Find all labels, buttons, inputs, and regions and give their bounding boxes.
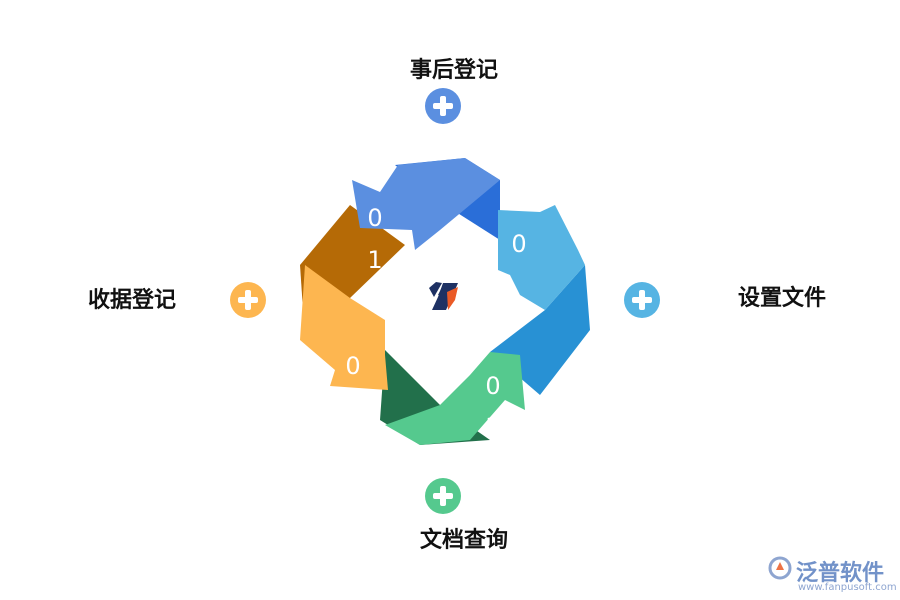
step-01-label: 事后登记 (410, 58, 499, 83)
watermark-url: www.fanpusoft.com (798, 582, 897, 593)
step-01-number-lower: 1 (367, 246, 383, 274)
step-04-label: 收据登记 (88, 288, 177, 313)
watermark-name: 泛普软件 (796, 561, 885, 586)
step-01-number: 0 (367, 204, 383, 232)
segment-03-arrow (385, 352, 525, 445)
step-04-number: 0 (345, 352, 361, 380)
plus-icon[interactable] (425, 88, 461, 124)
step-02-number: 0 (511, 230, 527, 258)
step-03-label: 文档查询 (420, 528, 509, 553)
plus-icon[interactable] (425, 478, 461, 514)
segment-04-arrow (300, 265, 388, 390)
step-03-number: 0 (485, 372, 501, 400)
plus-icon[interactable] (230, 282, 266, 318)
plus-icon[interactable] (624, 282, 660, 318)
segment-01-arrow (352, 158, 500, 250)
watermark-logo-icon (768, 556, 792, 580)
brand-logo-icon (429, 282, 458, 310)
step-03-number-lower: 3 (485, 413, 501, 441)
segment-02-arrow (498, 205, 585, 310)
step-02-label: 设置文件 (738, 286, 827, 311)
